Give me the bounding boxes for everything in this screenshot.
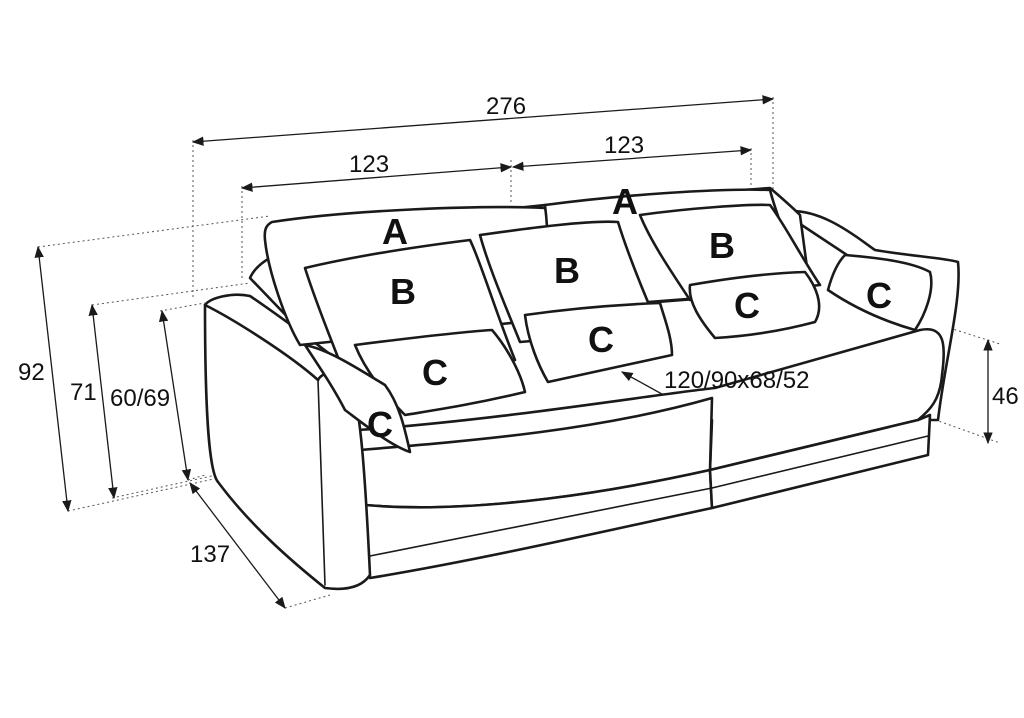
plinth-seam-right [711,435,929,489]
dim-seat-height: 46 [992,383,1019,410]
dim-line-module-left [240,163,513,192]
cushion-labels: A A B B B C C C C C [367,181,892,445]
label-b-left: B [390,271,416,312]
label-c-mid: C [588,319,614,360]
dim-height-total: 92 [18,359,45,386]
label-a-left: A [382,211,408,252]
dim-height-back: 60/69 [110,385,170,412]
label-c-arm-left: C [367,404,393,445]
label-c-arm-right: C [866,275,892,316]
label-c-left: C [422,352,448,393]
dim-line-height-back [158,309,192,482]
label-b-mid: B [554,250,580,291]
dimension-labels: 276 123 123 92 71 60/69 137 46 120/90x68… [18,93,1019,568]
cushion-c-mid [523,301,674,384]
cushion-c-arm-right [826,253,933,332]
dim-line-height-arm [88,303,118,500]
plinth-seam [369,487,713,557]
dim-line-module-right [511,146,753,171]
dim-line-total-width [191,95,775,146]
dim-depth: 137 [190,541,230,568]
dim-module-right: 123 [604,132,644,159]
cushions [263,188,933,454]
label-c-right: C [734,285,760,326]
cushion-c-right [688,270,821,340]
dim-total-width: 276 [486,93,526,120]
dim-line-height-total [34,245,72,513]
left-arm-edge [317,379,326,586]
label-b-right: B [709,225,735,266]
cushion-c-arm-left [303,343,412,454]
dim-line-depth [189,482,286,609]
label-a-right: A [612,181,638,222]
dim-module-left: 123 [349,151,389,178]
dim-height-arm: 71 [70,379,97,406]
right-arm [780,209,960,422]
dim-bed-size: 120/90x68/52 [664,367,809,394]
